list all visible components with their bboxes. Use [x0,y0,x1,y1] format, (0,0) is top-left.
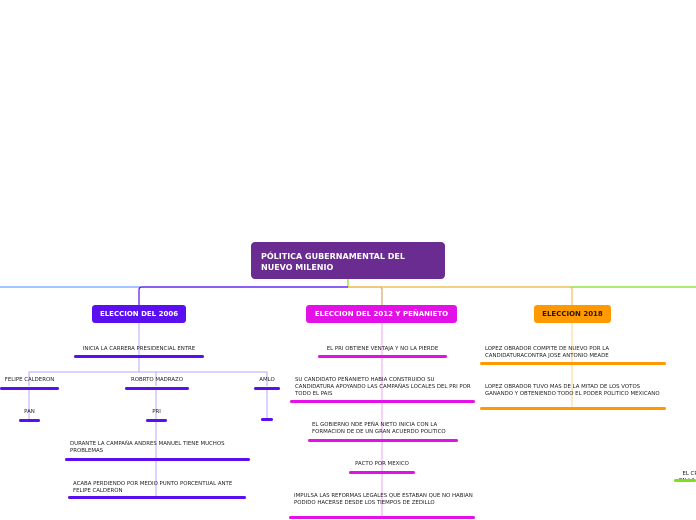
connector-right-edge [347,279,696,288]
connector-candidates [28,358,268,386]
connector-2006 [138,286,348,305]
topic-durante-campana[interactable]: DURANTE LA CAMPAÑA ANDRES MANUEL TIENE M… [65,441,250,461]
branch-eleccion-2018[interactable]: ELECCION 2018 [534,305,611,323]
topic-lopez-tuvo[interactable]: LOPEZ OBRADOR TUVO MAS DE LA MITAD DE LO… [480,384,666,410]
topic-pri-ventaja[interactable]: EL PRI OBTIENE VENTAJA Y NO LA PIERDE [318,346,447,358]
connector-2012 [348,286,383,305]
topic-text: LOPEZ OBRADOR TUVO MAS DE LA MITAD DE LO… [485,384,660,397]
topic-text: PAN [24,409,35,415]
central-topic[interactable]: PÓLITICA GUBERNAMENTAL DEL NUEVO MILENIO [251,242,445,279]
topic-text: IMPULSA LAS REFORMAS LEGALES QUE ESTABAN… [294,493,473,506]
topic-lopez-compite[interactable]: LOPEZ OBRADOR COMPITE DE NUEVO POR LA CA… [480,346,666,365]
topic-inicia-carrera[interactable]: INICIA LA CARRERA PRESIDENCIAL ENTRE [74,346,204,358]
topic-pri[interactable]: PRI [146,409,167,422]
topic-text: DURANTE LA CAMPAÑA ANDRES MANUEL TIENE M… [70,441,225,454]
topic-acaba-perdiendo[interactable]: ACABA PERDIENDO POR MEDIO PUNTO PORCENTU… [68,481,246,499]
topic-text: AMLO [259,377,275,383]
branch-eleccion-2006[interactable]: ELECCION DEL 2006 [92,305,186,323]
topic-text: SU CANDIDATO PEÑANIETO HABIA CONSTRUIDO … [295,377,471,397]
topic-roberto-madrazo[interactable]: ROBRTO MADRAZO [125,377,189,390]
connector-2018 [348,286,573,305]
topic-amlo[interactable]: AMLO [254,377,280,390]
topic-text: ACABA PERDIENDO POR MEDIO PUNTO PORCENTU… [73,481,233,494]
topic-text: EL GOBIERNO NDE PEÑA NIETO INICIA CON LA… [312,422,446,435]
topic-clipped-right[interactable]: EL CR EN LA [674,464,696,482]
topic-text: LOPEZ OBRADOR COMPITE DE NUEVO POR LA CA… [485,346,610,359]
topic-pan[interactable]: PAN [19,409,40,422]
topic-text: PACTO POR MEXICO [355,461,409,467]
topic-text: EL PRI OBTIENE VENTAJA Y NO LA PIERDE [326,346,439,352]
topic-text: FELIPE CALDERON [4,377,55,383]
topic-gobierno-pena-nieto[interactable]: EL GOBIERNO NDE PEÑA NIETO INICIA CON LA… [308,422,458,442]
topic-pacto-por-mexico[interactable]: PACTO POR MEXICO [349,461,415,474]
topic-text: ROBRTO MADRAZO [131,377,183,383]
branch-eleccion-2012[interactable]: ELECCION DEL 2012 Y PEÑANIETO [306,305,457,323]
topic-empty[interactable] [261,418,273,421]
topic-text: PRI [152,409,161,415]
topic-text: INICIA LA CARRERA PRESIDENCIAL ENTRE [82,346,196,352]
topic-candidato-penanieto[interactable]: SU CANDIDATO PEÑANIETO HABIA CONSTRUIDO … [290,377,475,403]
topic-impulsa-reformas[interactable]: IMPULSA LAS REFORMAS LEGALES QUE ESTABAN… [289,493,475,519]
topic-felipe-calderon[interactable]: FELIPE CALDERON [0,377,59,390]
